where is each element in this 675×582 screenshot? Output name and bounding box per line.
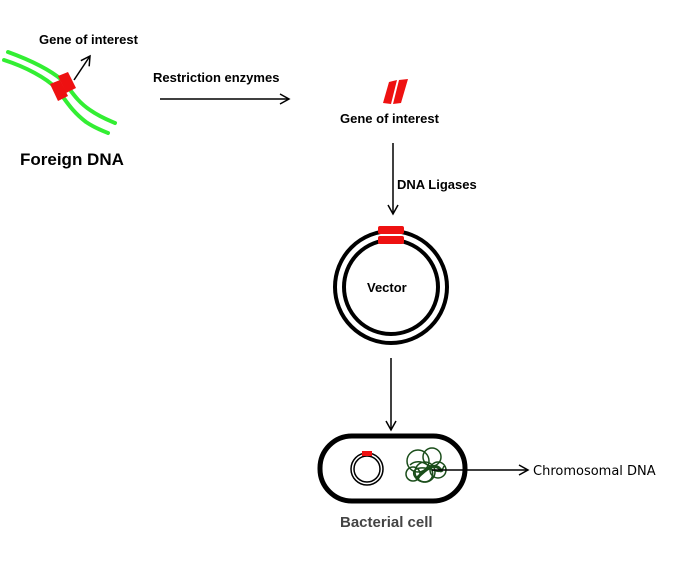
gene-segment-foreign: [50, 72, 76, 101]
recombinant-plasmid: [350, 452, 384, 486]
foreign-dna-label: Foreign DNA: [20, 150, 124, 169]
vector-gene-insert-inner: [378, 236, 404, 244]
gene-of-interest-label-top: Gene of interest: [39, 32, 139, 47]
gene-of-interest-label-cut: Gene of interest: [340, 111, 440, 126]
dna-strand-2: [2, 58, 110, 135]
gene-segment-cut: [383, 79, 408, 104]
plasmid-gene-insert: [362, 451, 372, 456]
bacterial-cell-label: Bacterial cell: [340, 514, 433, 531]
foreign-dna-strands: [2, 50, 117, 135]
chromosomal-dna-label: Chromosomal DNA: [533, 464, 656, 479]
vector-plasmid: [333, 226, 449, 345]
bacterial-cell: [317, 433, 468, 504]
gene-pointer-arrow: [73, 54, 91, 81]
dna-strand-1: [6, 50, 117, 125]
vector-gene-insert-outer: [378, 226, 404, 234]
restriction-enzymes-label: Restriction enzymes: [153, 70, 279, 85]
vector-label: Vector: [367, 280, 407, 295]
dna-ligases-label: DNA Ligases: [397, 177, 477, 192]
chromosomal-dna-tangle: [405, 447, 447, 483]
